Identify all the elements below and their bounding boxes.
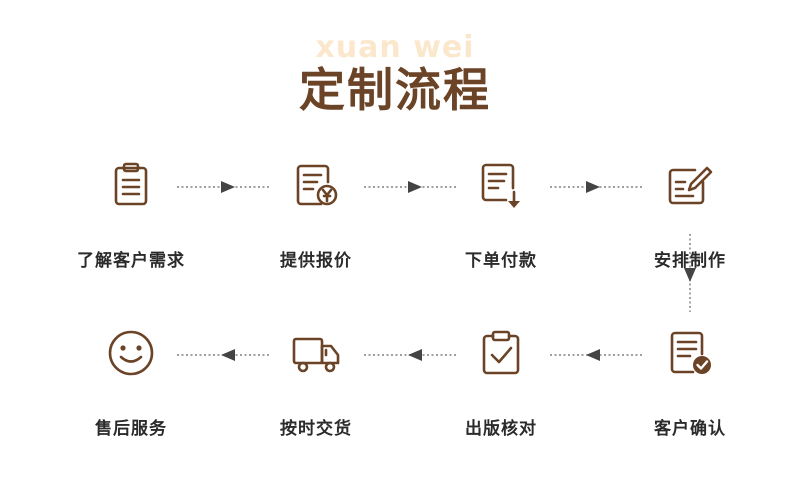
- arrow-down-connector: [684, 234, 696, 312]
- arrow-right-connector: [177, 181, 269, 193]
- delivery-truck-icon: [292, 337, 340, 373]
- arrow-left-connector: [550, 349, 642, 361]
- step-proof-check: 出版核对: [431, 328, 571, 439]
- step-understand-needs: 了解客户需求: [61, 160, 201, 271]
- step-label: 客户确认: [654, 419, 726, 439]
- edit-pen-icon: [668, 166, 713, 205]
- step-label: 出版核对: [465, 419, 537, 439]
- step-label: 售后服务: [95, 419, 167, 439]
- step-on-time-delivery: 按时交货: [246, 328, 386, 439]
- document-check-icon: [670, 331, 711, 374]
- clipboard-check-icon: [482, 330, 520, 375]
- step-label: 下单付款: [465, 251, 537, 271]
- yuan-quote-document-icon: [296, 164, 338, 206]
- step-label: 提供报价: [280, 251, 352, 271]
- smiley-face-icon: [108, 330, 154, 376]
- arrow-left-connector: [364, 349, 456, 361]
- page-title: 定制流程: [299, 63, 491, 117]
- arrow-left-connector: [177, 349, 269, 361]
- arrow-right-connector: [550, 181, 642, 193]
- step-customer-confirm: 客户确认: [620, 328, 760, 439]
- step-label: 了解客户需求: [77, 251, 185, 271]
- arrow-right-connector: [364, 181, 456, 193]
- step-provide-quote: 提供报价: [246, 160, 386, 271]
- step-order-payment: 下单付款: [431, 160, 571, 271]
- clipboard-icon: [114, 162, 148, 206]
- order-download-icon: [481, 163, 520, 208]
- step-label: 按时交货: [280, 419, 352, 439]
- watermark-text: xuan wei: [315, 30, 475, 65]
- step-after-sales: 售后服务: [61, 328, 201, 439]
